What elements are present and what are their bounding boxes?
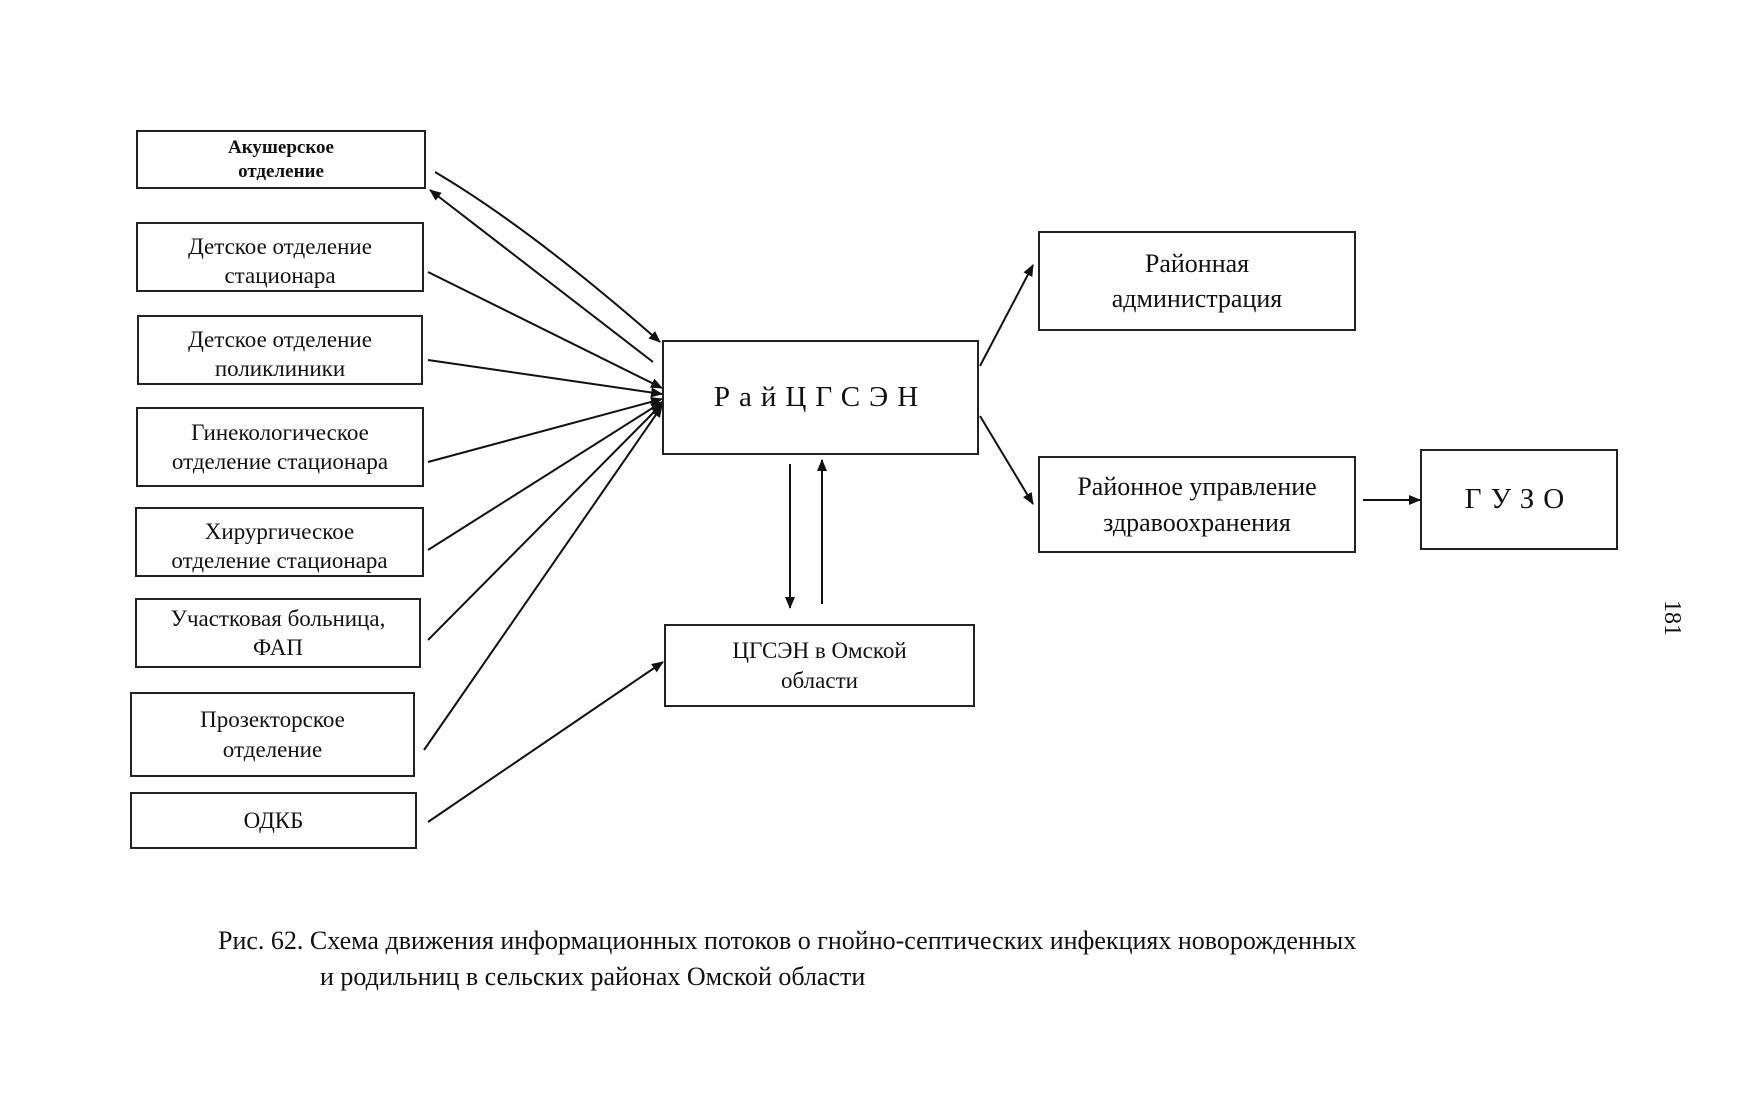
arrow-gynecology-to-hub bbox=[427, 397, 663, 463]
district-hospital-label: Участковая больница, ФАП bbox=[170, 605, 386, 660]
children-hospital-label: Детское отделение стационара bbox=[188, 234, 372, 289]
box-district-health-department: Районное управление здравоохранения bbox=[1038, 456, 1356, 553]
box-odkb: ОДКБ bbox=[130, 792, 417, 849]
box-guzo: ГУЗО bbox=[1420, 449, 1618, 550]
box-children-clinic: Детское отделение поликлиники bbox=[137, 315, 423, 385]
arrow-odkb-to-regional-center bbox=[427, 661, 664, 823]
gynecology-label: Гинекологическое отделение стационара bbox=[171, 419, 389, 474]
arrow-district-hospital-to-hub bbox=[427, 403, 663, 641]
box-obstetric-department: Акушерское отделение bbox=[136, 130, 426, 189]
odkb-label: ОДКБ bbox=[243, 807, 304, 833]
box-surgery: Хирургическое отделение стационара bbox=[135, 507, 424, 577]
autopsy-label: Прозекторское отделение bbox=[200, 707, 345, 762]
caption-line-2: и родильниц в сельских районах Омской об… bbox=[320, 962, 866, 991]
figure-caption: Рис. 62. Схема движения информационных п… bbox=[218, 923, 1618, 995]
box-children-hospital: Детское отделение стационара bbox=[136, 222, 424, 292]
arrow-obstetric-to-hub bbox=[434, 171, 661, 343]
caption-line-1: Рис. 62. Схема движения информационных п… bbox=[218, 926, 1357, 955]
arrow-hub-to-obstetric bbox=[429, 189, 654, 363]
arrow-hub-to-administration bbox=[979, 264, 1034, 367]
arrow-surgery-to-hub bbox=[427, 401, 663, 551]
district-administration-label: Районная администрация bbox=[1111, 248, 1283, 313]
box-hub-raicgsen: РайЦГСЭН bbox=[662, 340, 979, 455]
box-autopsy: Прозекторское отделение bbox=[130, 692, 415, 777]
page-number: 181 bbox=[1659, 600, 1685, 636]
arrow-autopsy-to-hub bbox=[423, 405, 663, 751]
box-regional-center: ЦГСЭН в Омской области bbox=[664, 624, 975, 707]
obstetric-label: Акушерское отделение bbox=[227, 137, 334, 182]
box-district-hospital: Участковая больница, ФАП bbox=[135, 598, 421, 668]
box-gynecology: Гинекологическое отделение стационара bbox=[136, 407, 424, 487]
surgery-label: Хирургическое отделение стационара bbox=[171, 519, 388, 574]
district-health-department-label: Районное управление здравоохранения bbox=[1077, 472, 1317, 537]
guzo-label: ГУЗО bbox=[1464, 482, 1574, 515]
children-clinic-label: Детское отделение поликлиники bbox=[188, 327, 372, 382]
arrow-hub-to-health-dept bbox=[979, 415, 1034, 505]
regional-center-label: ЦГСЭН в Омской области bbox=[732, 638, 907, 693]
box-district-administration: Районная администрация bbox=[1038, 231, 1356, 331]
arrow-children-clinic-to-hub bbox=[427, 359, 663, 398]
hub-label: РайЦГСЭН bbox=[713, 380, 928, 413]
arrow-children-hospital-to-hub bbox=[427, 271, 663, 389]
